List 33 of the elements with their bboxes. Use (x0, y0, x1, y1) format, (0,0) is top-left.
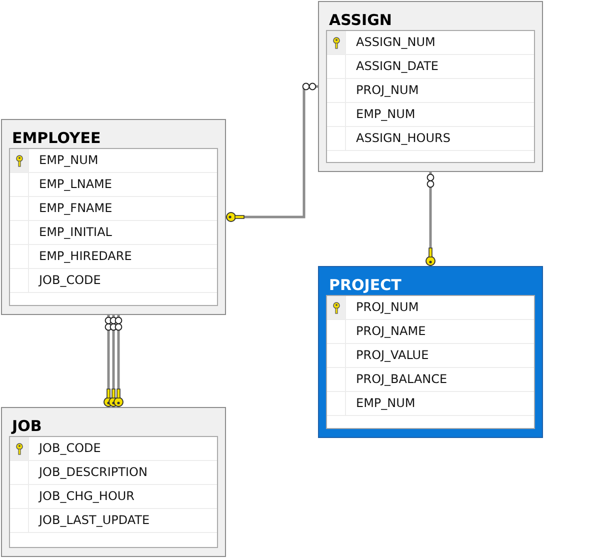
column-name: EMP_FNAME (38, 200, 112, 217)
column-name: PROJ_BALANCE (355, 371, 448, 388)
relationship-line (226, 82, 318, 222)
column-name: EMP_LNAME (38, 176, 112, 193)
column-name: PROJ_NAME (355, 323, 426, 340)
table-title: EMPLOYEE (12, 129, 101, 147)
column-name: ASSIGN_DATE (355, 58, 438, 75)
column-name: PROJ_NUM (355, 82, 419, 99)
relationship-line (114, 315, 124, 407)
table-title: JOB (12, 417, 42, 435)
relationship-line (108, 315, 118, 407)
column-name: ASSIGN_NUM (355, 34, 436, 51)
column-name: PROJ_NUM (355, 299, 419, 316)
column-name: EMP_NUM (355, 395, 416, 412)
table-box (318, 266, 543, 438)
column-name: PROJ_VALUE (355, 347, 429, 364)
column-name: JOB_CODE (37, 272, 101, 289)
relationship-line (426, 172, 436, 266)
table-title: PROJECT (329, 276, 402, 294)
column-name: JOB_CODE (37, 440, 101, 457)
column-name: ASSIGN_HOURS (355, 130, 450, 147)
column-name: JOB_DESCRIPTION (37, 464, 148, 481)
column-name: EMP_NUM (355, 106, 416, 123)
table-box (318, 1, 543, 172)
column-name: JOB_CHG_HOUR (37, 488, 135, 505)
column-name: EMP_INITIAL (38, 224, 112, 241)
table-title: ASSIGN (329, 11, 392, 29)
table-box (1, 119, 226, 315)
table-box (1, 407, 226, 557)
column-name: EMP_NUM (38, 152, 98, 169)
column-name: EMP_HIREDARE (38, 248, 132, 265)
relationship-line (104, 315, 114, 407)
column-name: JOB_LAST_UPDATE (37, 512, 150, 529)
